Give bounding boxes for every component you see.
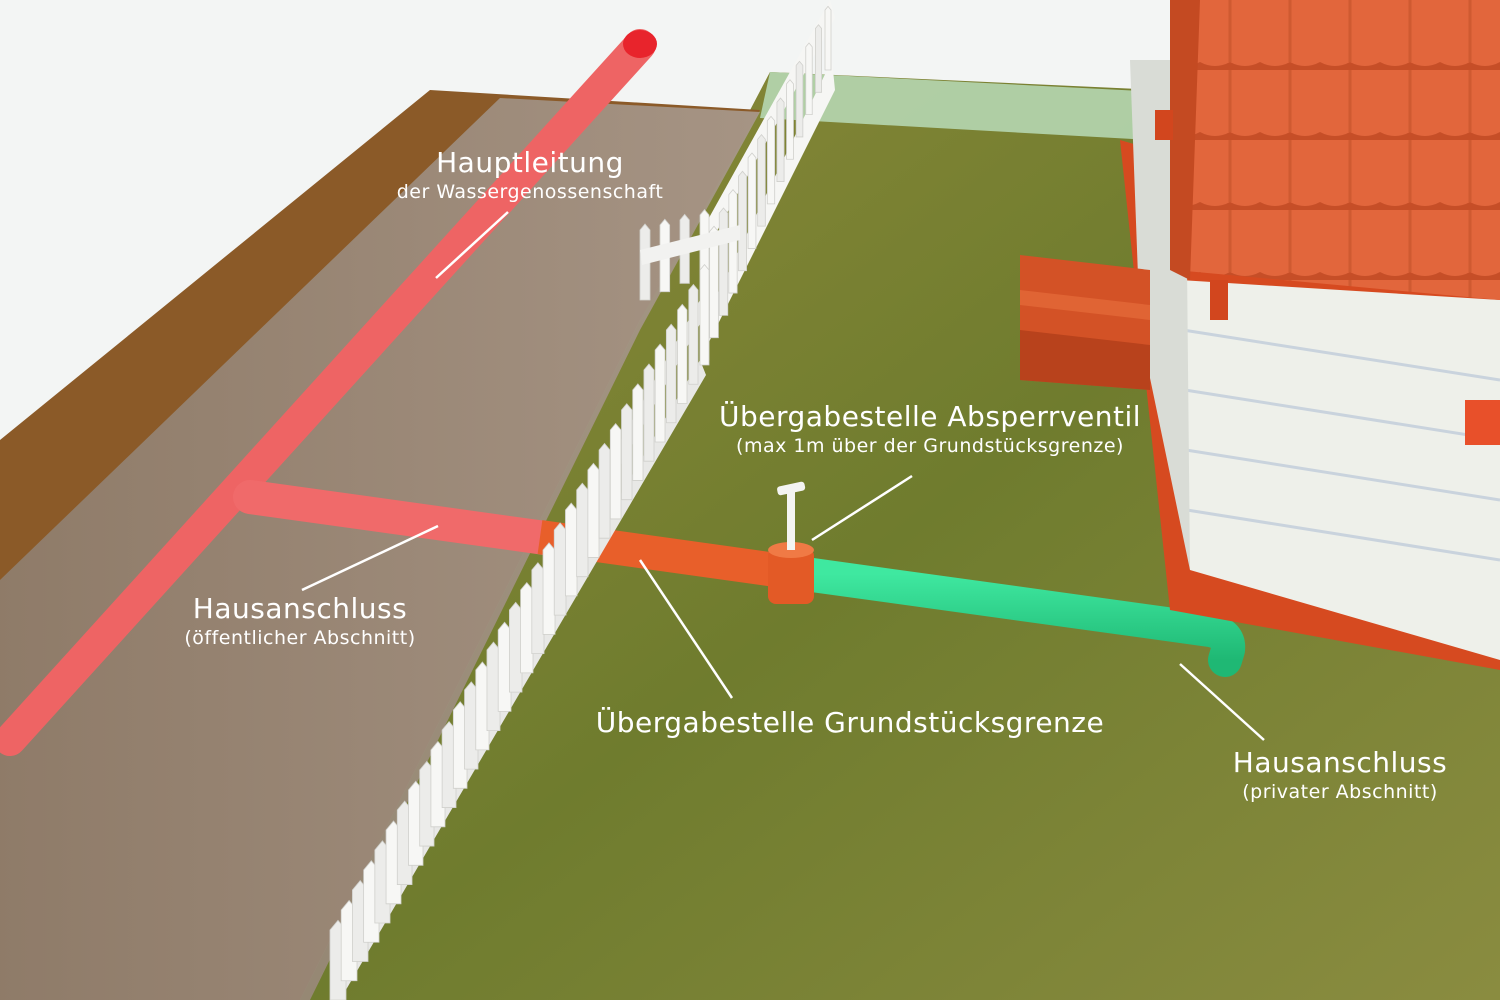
private-connection-subtitle: (privater Abschnitt) — [1242, 781, 1438, 803]
fence-picket — [632, 383, 644, 481]
boundary-title: Übergabestelle Grundstücksgrenze — [595, 706, 1105, 739]
main-pipe-end — [623, 30, 657, 58]
fence-picket — [709, 225, 719, 339]
fence-picket — [814, 24, 823, 93]
fence-rear-pickets — [639, 5, 832, 361]
fence-picket — [677, 303, 688, 404]
fence-picket — [553, 522, 567, 616]
fence-picket — [766, 115, 776, 205]
fence-picket — [718, 207, 729, 316]
fence-picket — [520, 581, 534, 674]
fence-picket — [609, 422, 622, 520]
fence-picket — [757, 134, 766, 227]
fence-picket — [688, 283, 699, 385]
fence-picket — [747, 152, 757, 249]
fence-picket — [738, 170, 747, 272]
main-line-label: Hauptleitung der Wassergenossenschaft — [330, 146, 730, 204]
shutoff-valve — [768, 481, 814, 604]
boundary-label: Übergabestelle Grundstücksgrenze — [560, 706, 1140, 740]
fence-picket — [643, 363, 655, 462]
fence-picket — [786, 79, 794, 160]
fence-picket — [576, 482, 589, 578]
fence-picket — [531, 562, 545, 655]
public-connection-subtitle: (öffentlicher Abschnitt) — [184, 627, 416, 649]
fence-picket — [805, 42, 813, 116]
fence-picket — [565, 502, 578, 597]
fence-picket — [587, 462, 600, 558]
fence-picket — [598, 442, 611, 539]
fence-picket — [665, 323, 677, 424]
fence-picket — [508, 601, 523, 693]
fence-picket — [824, 5, 832, 71]
private-connection-label: Hausanschluss (privater Abschnitt) — [1190, 746, 1490, 804]
main-line-title: Hauptleitung — [436, 146, 624, 179]
public-connection-title: Hausanschluss — [192, 592, 408, 625]
fence-picket — [795, 60, 804, 138]
private-connection-title: Hausanschluss — [1232, 746, 1448, 779]
public-connection-label: Hausanschluss (öffentlicher Abschnitt) — [140, 592, 460, 650]
fence-picket — [542, 542, 556, 635]
main-water-pipe — [0, 29, 656, 756]
private-connection-pipe — [788, 557, 1246, 677]
fence-picket — [621, 403, 633, 501]
valve-subtitle: (max 1m über der Grundstücksgrenze) — [736, 435, 1124, 457]
main-line-subtitle: der Wassergenossenschaft — [396, 181, 664, 203]
house — [1020, 0, 1500, 670]
fence-picket — [776, 97, 785, 182]
valve-title: Übergabestelle Absperrventil — [718, 400, 1142, 433]
fence-front-pickets — [329, 263, 710, 1000]
fence-picket — [699, 263, 710, 366]
public-connection-pipe — [233, 480, 562, 555]
valve-label: Übergabestelle Absperrventil (max 1m übe… — [690, 400, 1170, 458]
house-roof — [1175, 0, 1500, 300]
lawn-far-edge — [760, 72, 1160, 140]
house-wall — [1180, 280, 1500, 660]
fence-picket — [654, 343, 666, 443]
